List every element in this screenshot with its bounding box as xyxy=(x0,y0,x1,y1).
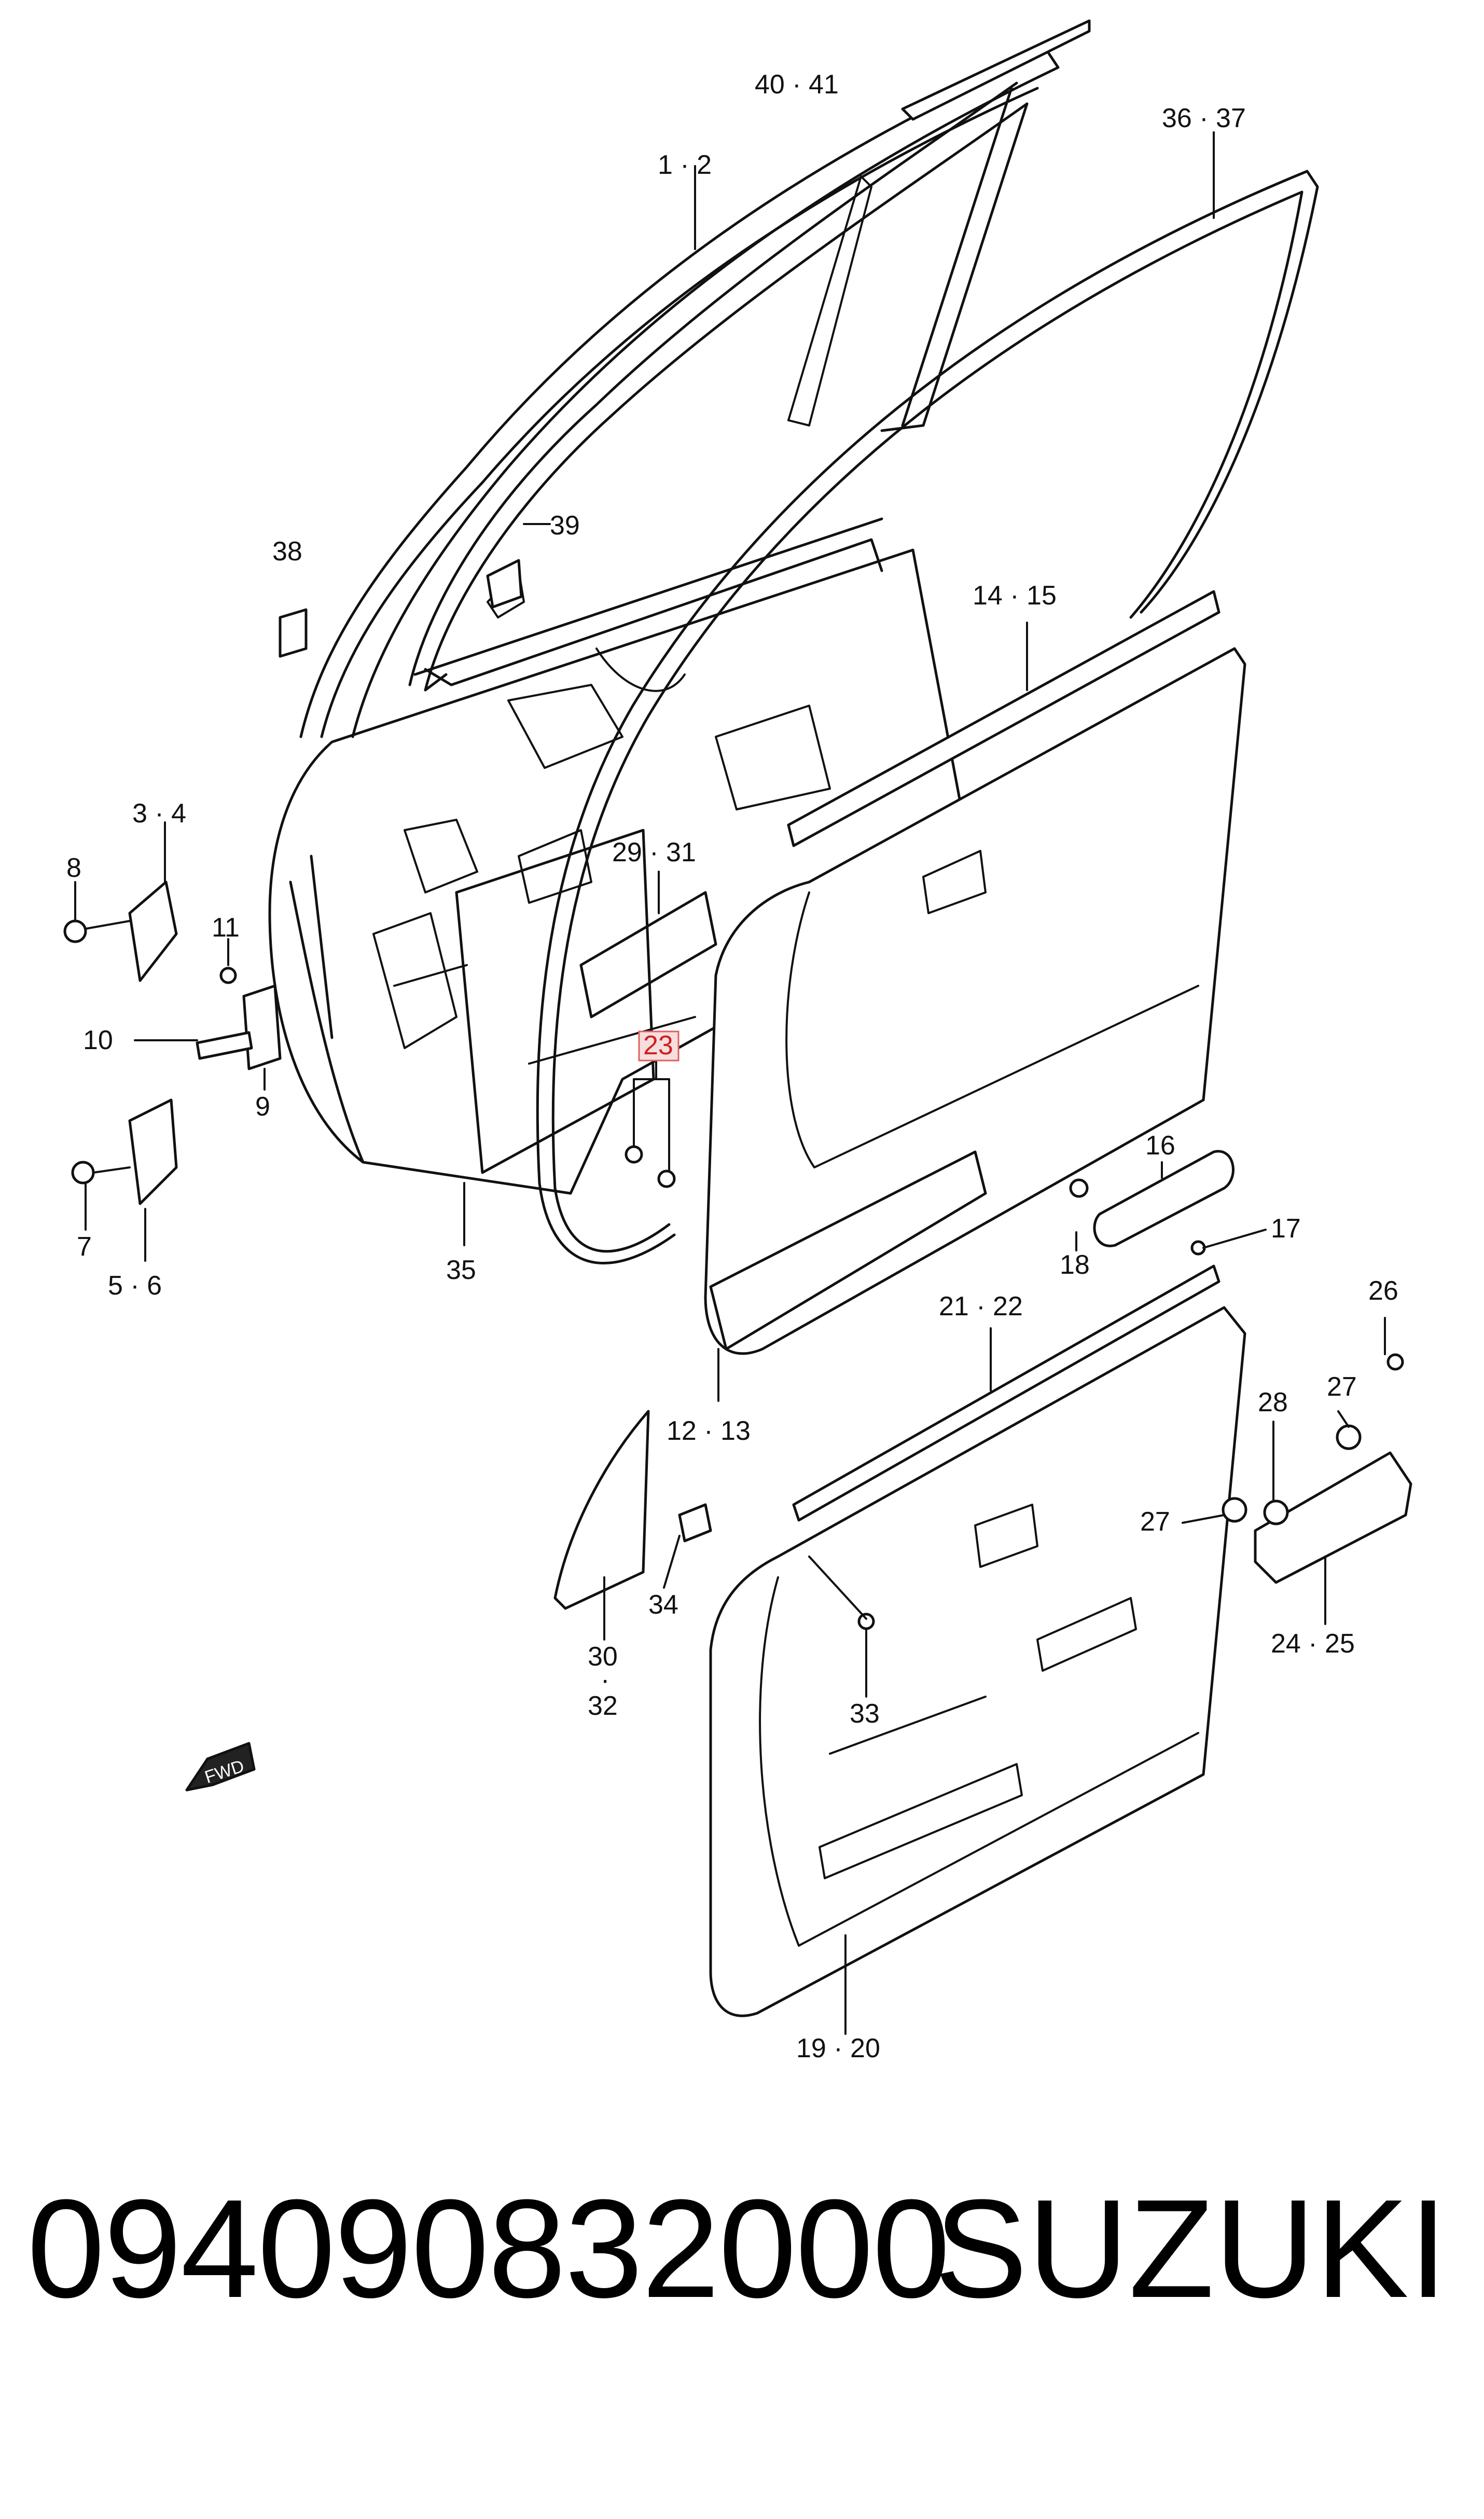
callout-24-25: 24 · 25 xyxy=(1271,1629,1355,1659)
switch-bezel-24-25 xyxy=(1222,1353,1412,1584)
callout-28: 28 xyxy=(1258,1387,1288,1417)
door-trim-panel-12-13 xyxy=(704,647,1246,1355)
belt-moulding-14-15 xyxy=(787,590,1221,847)
callout-5-6: 5 · 6 xyxy=(108,1271,162,1301)
sealing-screen-35 xyxy=(455,829,655,1174)
callout-23: 23 xyxy=(643,1030,673,1061)
screw-33 xyxy=(857,1613,875,1630)
callout-32-dot: · xyxy=(601,1665,609,1695)
callout-9: 9 xyxy=(255,1092,270,1122)
callout-12-13: 12 · 13 xyxy=(667,1416,751,1446)
callout-34: 34 xyxy=(648,1590,678,1620)
callout-35: 35 xyxy=(446,1255,476,1285)
callout-36-37: 36 · 37 xyxy=(1162,103,1246,133)
callout-1-2: 1 · 2 xyxy=(658,150,712,180)
corner-glass-39 xyxy=(486,559,523,609)
callout-32: 32 xyxy=(588,1691,618,1721)
glass-channel-40-41 xyxy=(901,19,1091,121)
callout-17: 17 xyxy=(1271,1214,1301,1244)
highlight-box-23 xyxy=(638,1030,679,1062)
callout-19-20: 19 · 20 xyxy=(796,2033,880,2063)
parts-diagram: FWD 40 · xyxy=(63,19,1412,2063)
callout-labels: 40 · 41 1 · 2 36 · 37 39 38 14 · 15 3 · … xyxy=(66,70,1398,2063)
front-door-shell xyxy=(268,50,1060,1195)
door-sash-1-2 xyxy=(408,81,1029,692)
exploded-view-drawing: FWD 40 · xyxy=(63,19,1412,2063)
corner-trim-30-32 xyxy=(553,1410,650,1610)
callout-3-4: 3 · 4 xyxy=(132,799,186,829)
inner-weatherstrip-21-22 xyxy=(792,1264,1221,1522)
door-weatherstrip-36-37 xyxy=(536,170,1319,1264)
callout-7: 7 xyxy=(77,1232,92,1262)
upper-hinge-3-4 xyxy=(63,880,178,982)
pull-handle-16 xyxy=(1069,1150,1235,1256)
door-trim-19-20 xyxy=(709,1306,1246,2017)
door-check-9 xyxy=(196,967,282,1070)
callout-10: 10 xyxy=(83,1025,113,1055)
callout-16: 16 xyxy=(1145,1131,1175,1161)
callout-33: 33 xyxy=(850,1699,880,1729)
callout-14-15: 14 · 15 xyxy=(973,581,1057,611)
leader-lines xyxy=(74,131,1386,2035)
callout-8: 8 xyxy=(66,853,81,883)
lower-hinge-5-6 xyxy=(71,1098,178,1205)
callout-30: 30 xyxy=(588,1642,618,1672)
clip-34 xyxy=(678,1503,712,1543)
callout-39: 39 xyxy=(550,511,580,541)
callout-21-22: 21 · 22 xyxy=(939,1291,1023,1322)
callout-11: 11 xyxy=(212,913,240,943)
callout-40-41: 40 · 41 xyxy=(755,70,839,100)
label-plate-38 xyxy=(279,608,308,658)
footer: 094090832000 SUZUKI xyxy=(0,2179,1484,2387)
clip-23 xyxy=(625,1145,676,1188)
callout-27-upper: 27 xyxy=(1327,1372,1357,1402)
brand-name: SUZUKI xyxy=(934,2171,1448,2327)
part-number: 094090832000 xyxy=(27,2171,950,2327)
callout-38: 38 xyxy=(272,536,302,567)
forward-arrow: FWD xyxy=(185,1742,256,1792)
callout-18: 18 xyxy=(1060,1250,1090,1280)
callout-27-lower: 27 xyxy=(1140,1507,1170,1537)
callout-26: 26 xyxy=(1368,1276,1398,1306)
callout-29-31: 29 · 31 xyxy=(612,837,696,868)
